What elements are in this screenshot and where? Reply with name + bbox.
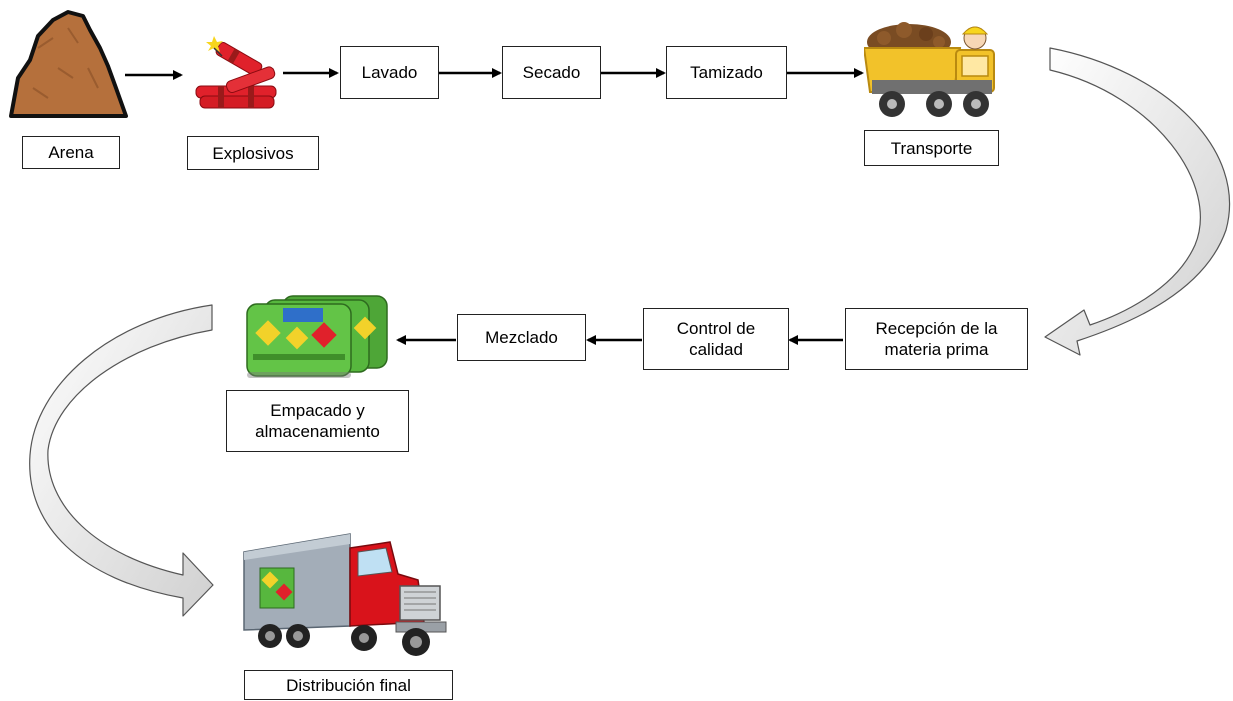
step-tamizado: Tamizado bbox=[666, 46, 787, 99]
curved-arrow-left bbox=[29, 304, 214, 617]
step-empacado: Empacado y almacenamiento bbox=[226, 390, 409, 452]
step-explosivos: Explosivos bbox=[187, 136, 319, 170]
curved-arrow-right bbox=[1044, 47, 1231, 356]
dynamite-icon bbox=[195, 36, 277, 109]
semi-truck-icon bbox=[243, 533, 447, 656]
step-mezclado: Mezclado bbox=[457, 314, 586, 361]
dump-truck-icon bbox=[864, 22, 995, 117]
step-transporte: Transporte bbox=[864, 130, 999, 166]
step-lavado: Lavado bbox=[340, 46, 439, 99]
step-recepcion: Recepción de la materia prima bbox=[845, 308, 1028, 370]
step-control-calidad: Control de calidad bbox=[643, 308, 789, 370]
step-secado: Secado bbox=[502, 46, 601, 99]
cement-bags-icon bbox=[246, 295, 388, 378]
sand-pile-icon bbox=[9, 10, 128, 118]
step-distribucion: Distribución final bbox=[244, 670, 453, 700]
step-arena: Arena bbox=[22, 136, 120, 169]
